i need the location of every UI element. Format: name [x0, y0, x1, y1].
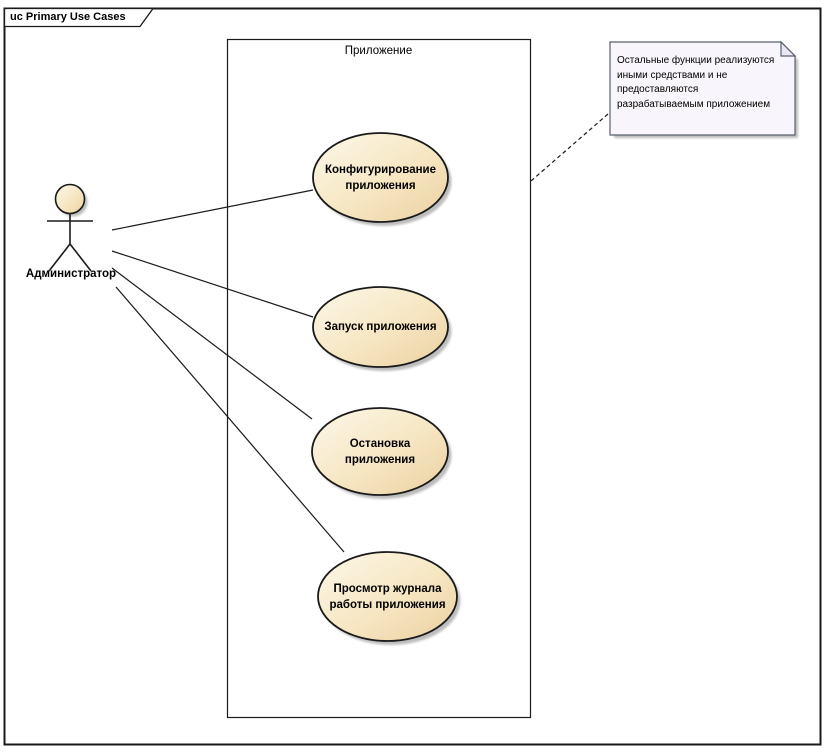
use-case-stop-application[interactable]	[311, 407, 449, 496]
association-admin-viewlog	[115, 286, 345, 553]
use-case-start-application[interactable]	[312, 286, 449, 368]
actor-left-leg-icon	[48, 243, 71, 272]
diagram-frame	[3, 7, 822, 746]
use-case-label-viewlog: Просмотр журнала работы приложения	[318, 552, 457, 641]
use-case-configure-application[interactable]	[312, 132, 449, 223]
actor-head-icon	[54, 183, 86, 215]
use-case-label-line: приложения	[344, 453, 416, 466]
actor-label: Администратор	[25, 268, 117, 280]
note-link-dashed-line	[530, 113, 609, 182]
system-boundary-label: Приложение	[344, 45, 413, 57]
note-fold-icon	[780, 40, 797, 57]
use-case-label-configure: Конфигурирование приложения	[313, 133, 448, 222]
note-line: предоставляются	[617, 84, 699, 95]
note[interactable]	[609, 41, 796, 136]
frame-name-tab	[3, 7, 155, 28]
use-case-label-start: Запуск приложения	[313, 287, 448, 367]
use-case-label-stop: Остановка приложения	[312, 408, 448, 495]
use-case-label-line: работы приложения	[329, 598, 446, 611]
actor-right-leg-icon	[69, 243, 92, 272]
note-line: Остальные функции реализуются	[617, 55, 775, 66]
use-case-label-line: Запуск приложения	[324, 321, 437, 333]
use-case-label-line: приложения	[345, 179, 416, 192]
association-admin-stop	[111, 267, 313, 420]
association-admin-configure	[111, 189, 314, 231]
frame-title: uc Primary Use Cases	[10, 11, 126, 23]
use-case-view-application-log[interactable]	[317, 551, 458, 642]
note-text: Остальные функции реализуются иными сред…	[617, 54, 793, 112]
use-case-label-line: Конфигурирование	[324, 163, 437, 176]
note-line: разрабатываемым приложением	[617, 98, 771, 110]
use-case-label-line: Просмотр журнала	[333, 582, 442, 595]
use-case-label-line: Остановка	[349, 437, 411, 450]
association-admin-start	[111, 250, 314, 318]
actor-administrator[interactable]	[47, 183, 93, 272]
note-line: иными средствами и не	[617, 69, 728, 81]
